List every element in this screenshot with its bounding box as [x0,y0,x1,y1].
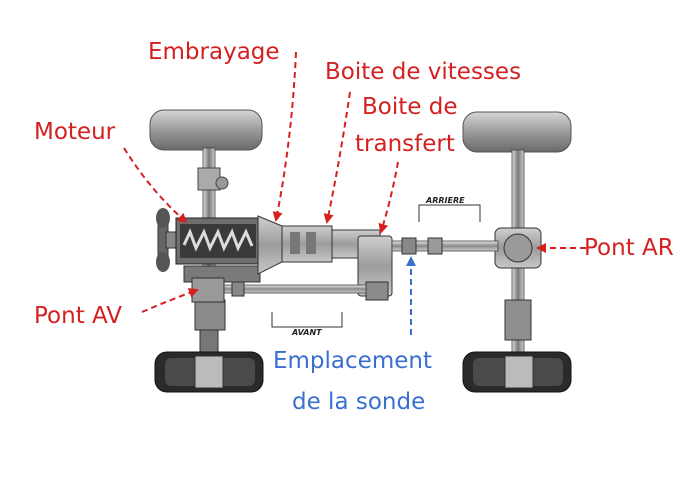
label-sonde-line2: de la sonde [292,389,426,415]
rear-top-wheel [462,111,572,153]
label-moteur: Moteur [34,119,116,145]
front-bottom-wheel [154,351,264,393]
label-boite-transfert-line1: Boite de [362,94,458,120]
label-boite-transfert-line2: transfert [355,131,455,157]
avant-bracket [271,312,343,328]
rear-axle [494,149,542,361]
engine [175,217,261,283]
arrow-boite-vitesses [323,91,351,224]
arriere-label: ARRIERE [426,196,465,205]
arrow-embrayage [272,51,297,222]
label-boite-vitesses: Boite de vitesses [325,59,522,85]
arriere-bracket [418,204,481,222]
label-pont-ar: Pont AR [584,235,674,261]
arrow-pont-av [141,288,199,313]
front-propshaft [191,277,367,303]
rear-bottom-wheel [462,351,572,393]
label-sonde-line1: Emplacement [273,348,432,374]
avant-label: AVANT [292,328,322,337]
label-pont-av: Pont AV [34,303,123,329]
fan [156,208,179,272]
clutch-housing [257,215,283,275]
arrow-moteur [123,147,188,224]
transfer-case [357,235,393,301]
label-embrayage: Embrayage [148,39,280,65]
arrow-boite-transfert [378,161,399,234]
front-top-wheel [149,109,263,151]
rear-propshaft [391,237,499,255]
